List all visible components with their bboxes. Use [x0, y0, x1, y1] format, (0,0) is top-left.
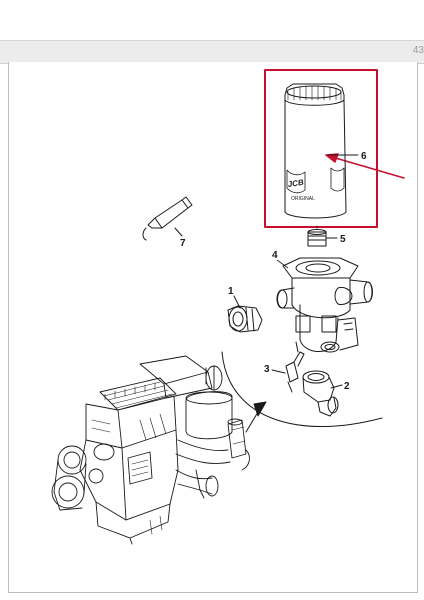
- highlight-box: [264, 69, 378, 228]
- threaded-adapter: [307, 223, 338, 247]
- fitting-part-1: [227, 295, 263, 333]
- detail-arc: [221, 351, 383, 428]
- callout-4: 4: [272, 250, 278, 261]
- viewer-toolbar: 43: [0, 40, 424, 64]
- callout-3: 3: [264, 364, 270, 375]
- engine-assembly: [51, 355, 250, 545]
- filter-head-housing: [276, 257, 373, 353]
- page-number-indicator: 43: [412, 45, 424, 56]
- oil-filter-canister: ORIGINAL: [284, 83, 347, 219]
- elbow-fitting-part-2: [302, 370, 343, 417]
- filter-brand-text: JCB: [287, 178, 304, 189]
- viewer-top-bar: [0, 0, 424, 40]
- sensor-part-3: [271, 341, 305, 393]
- detail-pointer: [245, 401, 267, 433]
- svg-text:ORIGINAL: ORIGINAL: [291, 196, 315, 202]
- document-page: [8, 62, 418, 593]
- sealant-tube: [142, 196, 193, 241]
- callout-5: 5: [340, 234, 346, 245]
- callout-7: 7: [180, 238, 186, 249]
- callout-2: 2: [344, 381, 350, 392]
- callout-6: 6: [361, 151, 367, 162]
- callout-1: 1: [228, 286, 234, 297]
